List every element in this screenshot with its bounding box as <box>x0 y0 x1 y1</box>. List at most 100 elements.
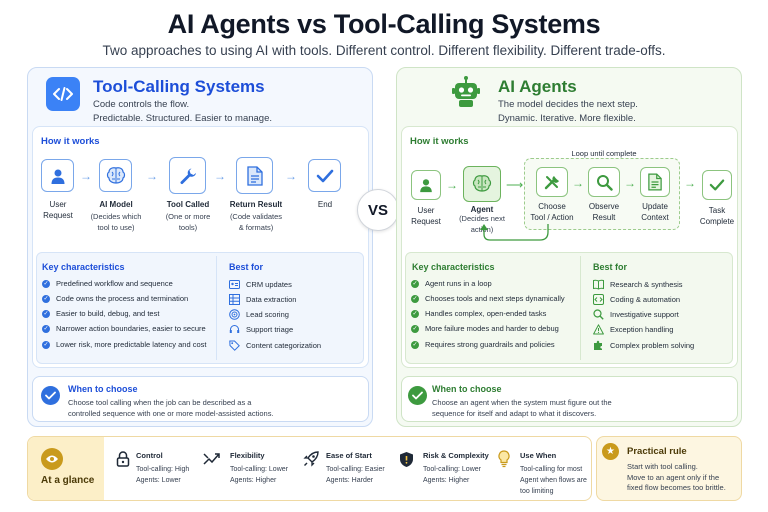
tool-calling-when-title: When to choose <box>68 384 138 394</box>
ai-agents-desc-line1: The model decides the next step. <box>498 99 638 110</box>
ai-agents-when-box <box>401 376 738 422</box>
loop-label: Loop until complete <box>571 149 637 158</box>
ai-agents-key-title: Key characteristics <box>412 262 495 272</box>
tools-icon <box>536 167 568 197</box>
tool-calling-when-text: Choose tool calling when the job can be … <box>68 398 274 418</box>
list-item: Support triage <box>229 324 293 335</box>
flow-arrow: → <box>285 169 297 183</box>
check-dot-icon: ✓ <box>42 340 50 349</box>
practical-rule-panel <box>596 436 742 501</box>
check-dot-icon: ✓ <box>42 324 50 333</box>
code-icon <box>593 294 604 305</box>
check-dot-icon: ✓ <box>411 324 419 333</box>
list-item: ✓More failure modes and harder to debug <box>411 324 559 333</box>
loop-back-arrow <box>480 224 549 241</box>
list-item: Research & synthesis <box>593 279 683 290</box>
flow-arrow: → <box>146 169 158 183</box>
ai-agents-when-text: Choose an agent when the system must fig… <box>432 398 612 418</box>
tool-calling-desc-line1: Code controls the flow. <box>93 99 190 110</box>
brain-icon <box>463 166 501 202</box>
glance-control-title: Control <box>136 451 163 460</box>
list-item: ✓Handles complex, open-ended tasks <box>411 309 547 318</box>
flow-arrow: → <box>572 176 584 190</box>
lightbulb-icon <box>495 450 513 468</box>
glance-risk-title: Risk & Complexity <box>423 451 489 460</box>
step-return-result: Return Result <box>229 200 283 209</box>
brain-icon <box>99 159 132 192</box>
code-brackets-icon <box>46 77 80 111</box>
page-title: AI Agents vs Tool-Calling Systems <box>167 9 601 39</box>
ai-agents-desc-line2: Dynamic. Iterative. More flexible. <box>498 113 636 124</box>
list-item: ✓Easier to build, debug, and test <box>42 309 160 318</box>
check-dot-icon: ✓ <box>42 294 50 303</box>
tag-icon <box>229 340 240 351</box>
flow-arrow: → <box>624 176 636 190</box>
at-a-glance-label: At a glance <box>41 475 95 486</box>
search-icon <box>593 309 604 320</box>
step-return-result-sub: (Code validates& formats) <box>229 212 283 232</box>
star-icon: ★ <box>602 443 619 460</box>
vs-badge: VS <box>357 189 399 231</box>
list-item: Complex problem solving <box>593 340 694 351</box>
shield-icon <box>397 450 415 468</box>
flow-arrow: → <box>80 169 92 183</box>
list-item: ✓Chooses tools and next steps dynamicall… <box>411 294 565 303</box>
list-item: ✓Requires strong guardrails and policies <box>411 340 555 349</box>
divider <box>580 256 581 360</box>
glance-use-when-title: Use When <box>520 451 557 460</box>
tool-calling-description: Code controls the flow. Predictable. Str… <box>93 98 272 126</box>
ai-agents-when-title: When to choose <box>432 384 502 394</box>
document-icon <box>236 157 273 194</box>
arrows-icon <box>203 450 221 468</box>
checkmark-circle-icon <box>408 386 427 405</box>
list-item: Exception handling <box>593 324 673 335</box>
ai-agents-description: The model decides the next step. Dynamic… <box>498 98 638 126</box>
list-item: Data extraction <box>229 294 296 305</box>
user-icon <box>411 170 441 200</box>
step-end: End <box>317 200 333 209</box>
check-dot-icon: ✓ <box>42 279 50 288</box>
list-item: Investigative support <box>593 309 679 320</box>
check-dot-icon: ✓ <box>411 340 419 349</box>
check-dot-icon: ✓ <box>411 309 419 318</box>
checkmark-icon <box>702 170 732 200</box>
ai-agents-how-title: How it works <box>410 136 469 147</box>
ai-agents-characteristics-box <box>405 252 733 364</box>
check-dot-icon: ✓ <box>42 309 50 318</box>
flow-arrow: ⟶ <box>506 178 524 192</box>
tool-calling-desc-line2: Predictable. Structured. Easier to manag… <box>93 113 273 124</box>
step-ai-model: AI Model <box>99 200 133 209</box>
glance-ease-title: Ease of Start <box>326 451 372 460</box>
checkmark-icon <box>308 159 341 192</box>
list-item: ✓Predefined workflow and sequence <box>42 279 173 288</box>
list-item: ✓Agent runs in a loop <box>411 279 492 288</box>
list-item: Content categorization <box>229 340 321 351</box>
eye-icon <box>41 448 63 470</box>
user-icon <box>41 159 74 192</box>
practical-rule-title: Practical rule <box>627 446 687 457</box>
document-icon <box>640 167 670 197</box>
divider <box>216 256 217 360</box>
list-item: ✓Lower risk, more predictable latency an… <box>42 340 207 349</box>
page-subtitle: Two approaches to using AI with tools. D… <box>102 43 666 58</box>
flow-arrow: → <box>214 169 226 183</box>
warning-icon <box>593 324 604 335</box>
book-icon <box>593 279 604 290</box>
lock-icon <box>114 450 132 468</box>
table-icon <box>229 294 240 305</box>
tool-calling-key-title: Key characteristics <box>42 262 125 272</box>
list-item: CRM updates <box>229 279 292 290</box>
tool-calling-characteristics-box <box>36 252 364 364</box>
